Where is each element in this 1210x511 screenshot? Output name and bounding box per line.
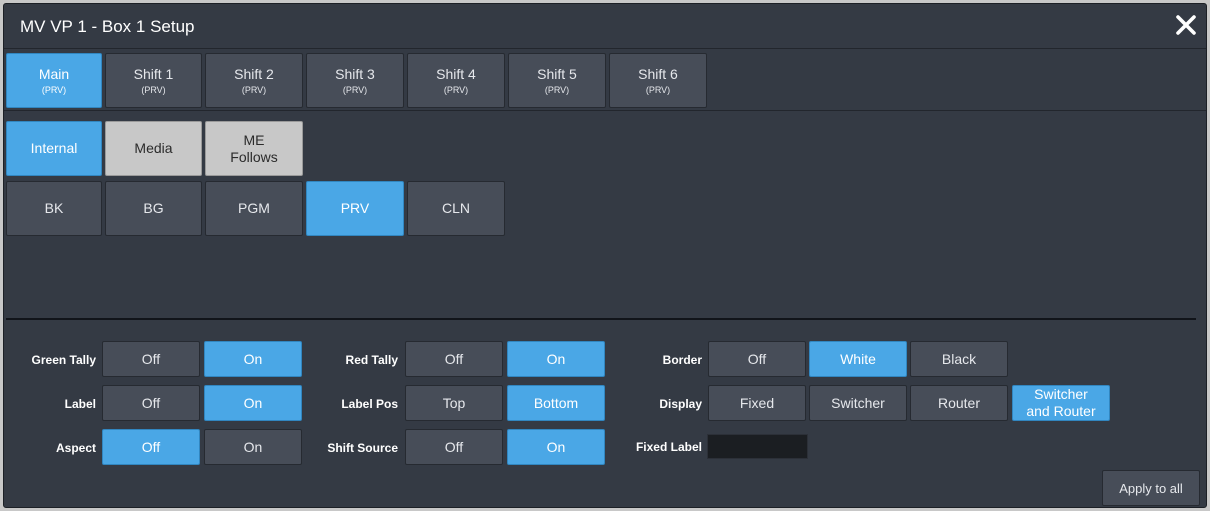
tab-sublabel: (PRV) <box>544 84 570 95</box>
button-label: Off <box>141 350 161 367</box>
apply-to-all-button[interactable]: Apply to all <box>1102 470 1200 506</box>
tab-label: Main <box>38 65 70 82</box>
label-setting-label: Label <box>64 397 96 411</box>
button-label: Off <box>141 438 161 455</box>
button-label: On <box>546 438 566 455</box>
button-label: Off <box>747 350 767 367</box>
display-switcher-button[interactable]: Switcher <box>809 385 907 421</box>
button-label: On <box>243 438 263 455</box>
tab-label: Shift 1 <box>133 65 174 82</box>
box-setup-dialog: MV VP 1 - Box 1 Setup Main (PRV) Shift 1… <box>3 3 1207 508</box>
tab-label: Shift 3 <box>335 65 375 82</box>
label-pos-top-button[interactable]: Top <box>405 385 503 421</box>
shift-tab-bar: Main (PRV) Shift 1 (PRV) Shift 2 (PRV) S… <box>4 50 1206 111</box>
aspect-on-button[interactable]: On <box>204 429 302 465</box>
display-router-button[interactable]: Router <box>910 385 1008 421</box>
red-tally-label: Red Tally <box>345 353 398 367</box>
button-label: CLN <box>441 200 470 216</box>
button-label: On <box>243 350 263 367</box>
label-pos-label: Label Pos <box>341 397 398 411</box>
border-black-button[interactable]: Black <box>910 341 1008 377</box>
button-label: Apply to all <box>1119 480 1183 496</box>
source-internal-button[interactable]: Internal <box>6 121 102 176</box>
dialog-title: MV VP 1 - Box 1 Setup <box>20 17 195 36</box>
green-tally-off-button[interactable]: Off <box>102 341 200 377</box>
bus-pgm-button[interactable]: PGM <box>205 181 303 236</box>
fixed-label-input[interactable] <box>707 434 808 459</box>
border-white-button[interactable]: White <box>809 341 907 377</box>
display-fixed-button[interactable]: Fixed <box>708 385 806 421</box>
button-label-line1: Switcher <box>1034 386 1088 402</box>
tab-sublabel: (PRV) <box>443 84 469 95</box>
shift-source-on-button[interactable]: On <box>507 429 605 465</box>
button-label: On <box>243 394 263 411</box>
fixed-label-label: Fixed Label <box>635 440 702 454</box>
button-label-line2: and Router <box>1026 403 1096 419</box>
button-label: Media <box>134 140 173 156</box>
aspect-label: Aspect <box>55 441 96 455</box>
button-label: Switcher <box>831 394 885 411</box>
bus-prv-button[interactable]: PRV <box>306 181 404 236</box>
red-tally-on-button[interactable]: On <box>507 341 605 377</box>
close-icon[interactable] <box>1174 13 1198 37</box>
button-label: Bottom <box>533 394 579 411</box>
button-label: Router <box>937 394 981 411</box>
shift-source-label: Shift Source <box>327 441 398 455</box>
label-on-button[interactable]: On <box>204 385 302 421</box>
button-label: Off <box>444 438 464 455</box>
tab-shift-2[interactable]: Shift 2 (PRV) <box>205 53 303 108</box>
tab-shift-4[interactable]: Shift 4 (PRV) <box>407 53 505 108</box>
bus-cln-button[interactable]: CLN <box>407 181 505 236</box>
tab-main[interactable]: Main (PRV) <box>6 53 102 108</box>
button-label: On <box>546 350 566 367</box>
button-label: Black <box>941 350 977 367</box>
tab-shift-3[interactable]: Shift 3 (PRV) <box>306 53 404 108</box>
display-label: Display <box>659 397 702 411</box>
tab-sublabel: (PRV) <box>141 84 166 95</box>
button-label: PRV <box>340 200 370 216</box>
tab-label: Shift 6 <box>638 65 678 82</box>
button-label: Internal <box>30 140 78 156</box>
source-media-button[interactable]: Media <box>105 121 202 176</box>
section-divider <box>6 318 1196 320</box>
label-pos-bottom-button[interactable]: Bottom <box>507 385 605 421</box>
tab-label: Shift 4 <box>436 65 476 82</box>
border-off-button[interactable]: Off <box>708 341 806 377</box>
bus-bg-button[interactable]: BG <box>105 181 202 236</box>
tab-sublabel: (PRV) <box>241 84 267 95</box>
tab-sublabel: (PRV) <box>342 84 368 95</box>
source-me-follows-button[interactable]: ME Follows <box>205 121 303 176</box>
tab-sublabel: (PRV) <box>41 84 67 95</box>
tab-label: Shift 2 <box>234 65 274 82</box>
shift-source-off-button[interactable]: Off <box>405 429 503 465</box>
red-tally-off-button[interactable]: Off <box>405 341 503 377</box>
display-switcher-and-router-button[interactable]: Switcher and Router <box>1012 385 1110 421</box>
tab-sublabel: (PRV) <box>645 84 671 95</box>
green-tally-label: Green Tally <box>31 353 96 367</box>
green-tally-on-button[interactable]: On <box>204 341 302 377</box>
tab-shift-1[interactable]: Shift 1 (PRV) <box>105 53 202 108</box>
button-label-line2: Follows <box>230 148 278 165</box>
title-bar: MV VP 1 - Box 1 Setup <box>4 4 1206 49</box>
button-label: Off <box>141 394 161 411</box>
button-label: BK <box>44 200 64 216</box>
label-off-button[interactable]: Off <box>102 385 200 421</box>
button-label: White <box>840 350 876 367</box>
button-label: Fixed <box>739 394 775 411</box>
aspect-off-button[interactable]: Off <box>102 429 200 465</box>
button-label: Top <box>442 394 466 411</box>
tab-shift-5[interactable]: Shift 5 (PRV) <box>508 53 606 108</box>
button-label: Off <box>444 350 464 367</box>
tab-shift-6[interactable]: Shift 6 (PRV) <box>609 53 707 108</box>
button-label: BG <box>143 200 164 216</box>
button-label: PGM <box>238 200 270 216</box>
bus-bk-button[interactable]: BK <box>6 181 102 236</box>
border-label: Border <box>662 353 702 367</box>
button-label-line1: ME <box>243 131 265 148</box>
tab-label: Shift 5 <box>537 65 577 82</box>
